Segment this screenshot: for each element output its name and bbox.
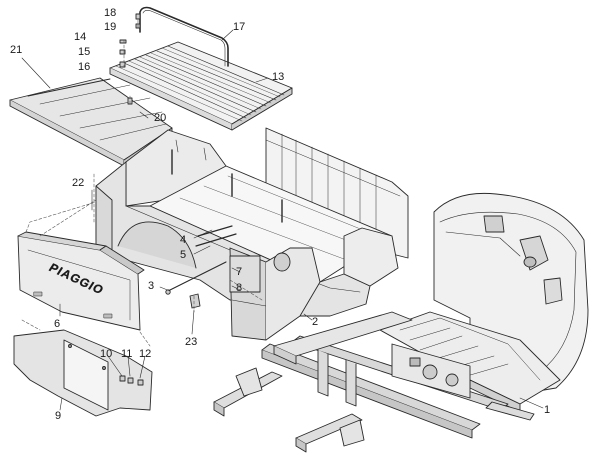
callout-23: 23 [185, 336, 198, 348]
callout-5: 5 [180, 249, 187, 261]
callout-12: 12 [139, 348, 152, 360]
part-9-rear-panel [13, 329, 153, 417]
leader-lines [21, 29, 544, 411]
callout-22: 22 [72, 177, 85, 189]
part-23-block [189, 293, 201, 309]
assembly-lines [21, 19, 263, 347]
part-6-tailgate [17, 231, 145, 331]
callout-10: 10 [100, 348, 113, 360]
callout-6: 6 [54, 318, 61, 330]
callout-7: 7 [236, 266, 243, 278]
callout-1: 1 [544, 404, 551, 416]
callout-21: 21 [10, 44, 23, 56]
callout-17: 17 [233, 21, 246, 33]
part-13-slatted-board [109, 41, 293, 131]
callout-18: 18 [104, 7, 117, 19]
callout-14: 14 [74, 31, 87, 43]
callout-16: 16 [78, 61, 91, 73]
part-7-8-bracket [229, 255, 261, 293]
callout-13: 13 [272, 71, 285, 83]
callout-4: 4 [180, 234, 187, 246]
callout-3: 3 [148, 280, 155, 292]
callout-2: 2 [312, 316, 319, 328]
callout-15: 15 [78, 46, 91, 58]
callout-11: 11 [121, 348, 133, 360]
callout-19: 19 [104, 21, 117, 33]
callout-20: 20 [154, 112, 167, 124]
callout-9: 9 [55, 410, 62, 422]
chassis-frame [213, 311, 535, 453]
parts-4-5-rods [195, 225, 237, 247]
part-2-cargo-box [95, 127, 409, 341]
callout-8: 8 [236, 282, 243, 294]
